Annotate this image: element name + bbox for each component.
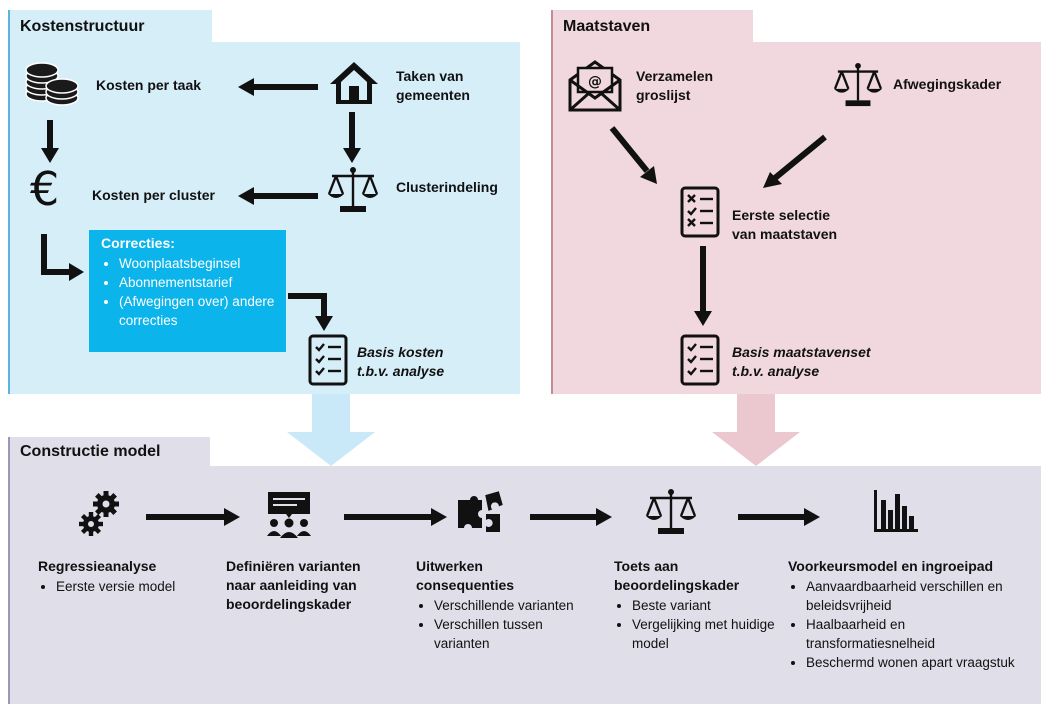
maatstaven-arrows: [609, 126, 827, 326]
list-item: Beschermd wonen apart vraagstuk: [806, 653, 1033, 672]
kosten-per-cluster-label: Kosten per cluster: [92, 187, 215, 203]
correcties-title: Correcties:: [101, 235, 175, 251]
list-item: Abonnementstarief: [119, 273, 286, 292]
kosten-arrows: [41, 78, 361, 331]
checklist-icon: [680, 186, 720, 238]
checklist-icon: [680, 334, 720, 386]
euro-icon: €: [30, 162, 60, 216]
step-uitwerken-consequenties: Uitwerken consequenties Verschillende va…: [416, 557, 576, 653]
step-definieren-varianten: Definiëren varianten naar aanleiding van…: [226, 557, 391, 614]
step-title: Definiëren varianten naar aanleiding van…: [226, 558, 361, 612]
maatstaven-tab: Maatstaven: [551, 10, 753, 43]
list-item: Beste variant: [632, 596, 779, 615]
afwegingskader-label: Afwegingskader: [893, 76, 1002, 92]
scales-icon: [833, 62, 883, 107]
step-title: Regressieanalyse: [38, 558, 157, 574]
list-item: Verschillen tussen varianten: [434, 615, 576, 653]
list-item: Verschillende varianten: [434, 596, 576, 615]
correcties-box: Correcties: Woonplaatsbeginsel Abonnemen…: [89, 230, 286, 352]
list-item: Eerste versie model: [56, 577, 208, 596]
constructie-tab: Constructie model: [8, 437, 210, 467]
kostenstructuur-tab: Kostenstructuur: [8, 10, 212, 43]
maatstaven-panel: [551, 42, 1041, 394]
maatstaven-title: Maatstaven: [563, 18, 651, 35]
constructie-panel: [8, 466, 1041, 704]
step-title: Uitwerken consequenties: [416, 558, 515, 593]
step-regressieanalyse: Regressieanalyse Eerste versie model: [38, 557, 208, 596]
bar-chart-icon: [874, 490, 918, 532]
step-voorkeursmodel: Voorkeursmodel en ingroeipad Aanvaardbaa…: [788, 557, 1033, 672]
step-title: Toets aan beoordelingskader: [614, 558, 740, 593]
list-item: (Afwegingen over) andere correcties: [119, 292, 286, 330]
puzzle-icon: [458, 491, 503, 532]
constructie-title: Constructie model: [20, 443, 161, 460]
clusterindeling-label: Clusterindeling: [396, 179, 498, 195]
list-item: Aanvaardbaarheid verschillen en beleidsv…: [806, 577, 1033, 615]
svg-text:@: @: [588, 74, 602, 90]
gears-icon: [79, 491, 119, 536]
constructie-arrows: [146, 508, 820, 526]
house-icon: [330, 62, 378, 104]
envelope-at-icon: @: [568, 60, 622, 112]
kosten-per-taak-label: Kosten per taak: [96, 77, 202, 93]
coins-icon: [25, 62, 79, 106]
scales-icon: [327, 167, 379, 212]
list-item: Woonplaatsbeginsel: [119, 254, 286, 273]
kostenstructuur-title: Kostenstructuur: [20, 18, 145, 35]
step-toets-beoordelingskader: Toets aan beoordelingskader Beste varian…: [614, 557, 779, 653]
correcties-list: Woonplaatsbeginsel Abonnementstarief (Af…: [101, 254, 286, 330]
checklist-icon: [308, 334, 348, 386]
step-title: Voorkeursmodel en ingroeipad: [788, 558, 994, 574]
list-item: Haalbaarheid en transformatiesnelheid: [806, 615, 1033, 653]
list-item: Vergelijking met huidige model: [632, 615, 779, 653]
presentation-people-icon: [267, 492, 311, 538]
maatstaven-down-arrow: [712, 394, 800, 466]
scales-icon: [645, 489, 697, 534]
kosten-down-arrow: [287, 394, 375, 466]
